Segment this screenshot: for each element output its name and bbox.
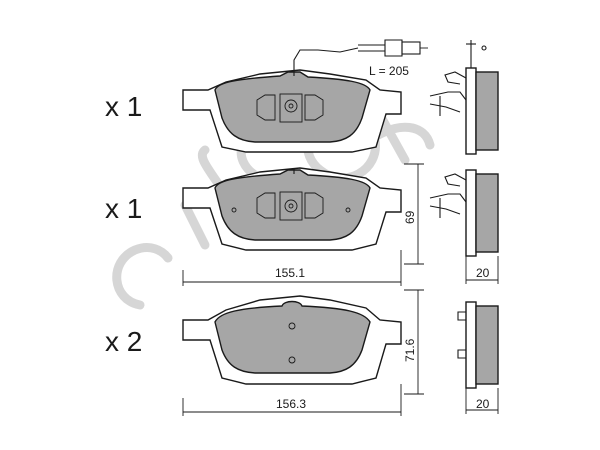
pad-front-view-3 (182, 295, 402, 385)
width-dimension-2 (182, 250, 402, 286)
height-dimension-2 (404, 163, 424, 265)
row3-quantity: x 2 (105, 326, 142, 357)
wear-sensor-length: L = 205 (369, 64, 409, 78)
thickness-value-3: 20 (476, 397, 490, 411)
width-value-2: 155.1 (275, 266, 305, 280)
pad-side-view-1 (429, 40, 499, 155)
pad-side-view-2 (429, 169, 499, 284)
thickness-value-2: 20 (476, 266, 490, 280)
height-value-2: 69 (403, 210, 417, 224)
pad-front-view-2 (182, 167, 402, 251)
row1-quantity: x 1 (105, 91, 142, 122)
width-dimension-3 (182, 384, 402, 416)
pad-side-view-3 (457, 301, 499, 414)
width-value-3: 156.3 (276, 397, 306, 411)
height-value-3: 71.6 (403, 338, 417, 362)
pad-front-view-1 (182, 39, 428, 153)
height-dimension-3 (404, 289, 424, 395)
row2-quantity: x 1 (105, 193, 142, 224)
